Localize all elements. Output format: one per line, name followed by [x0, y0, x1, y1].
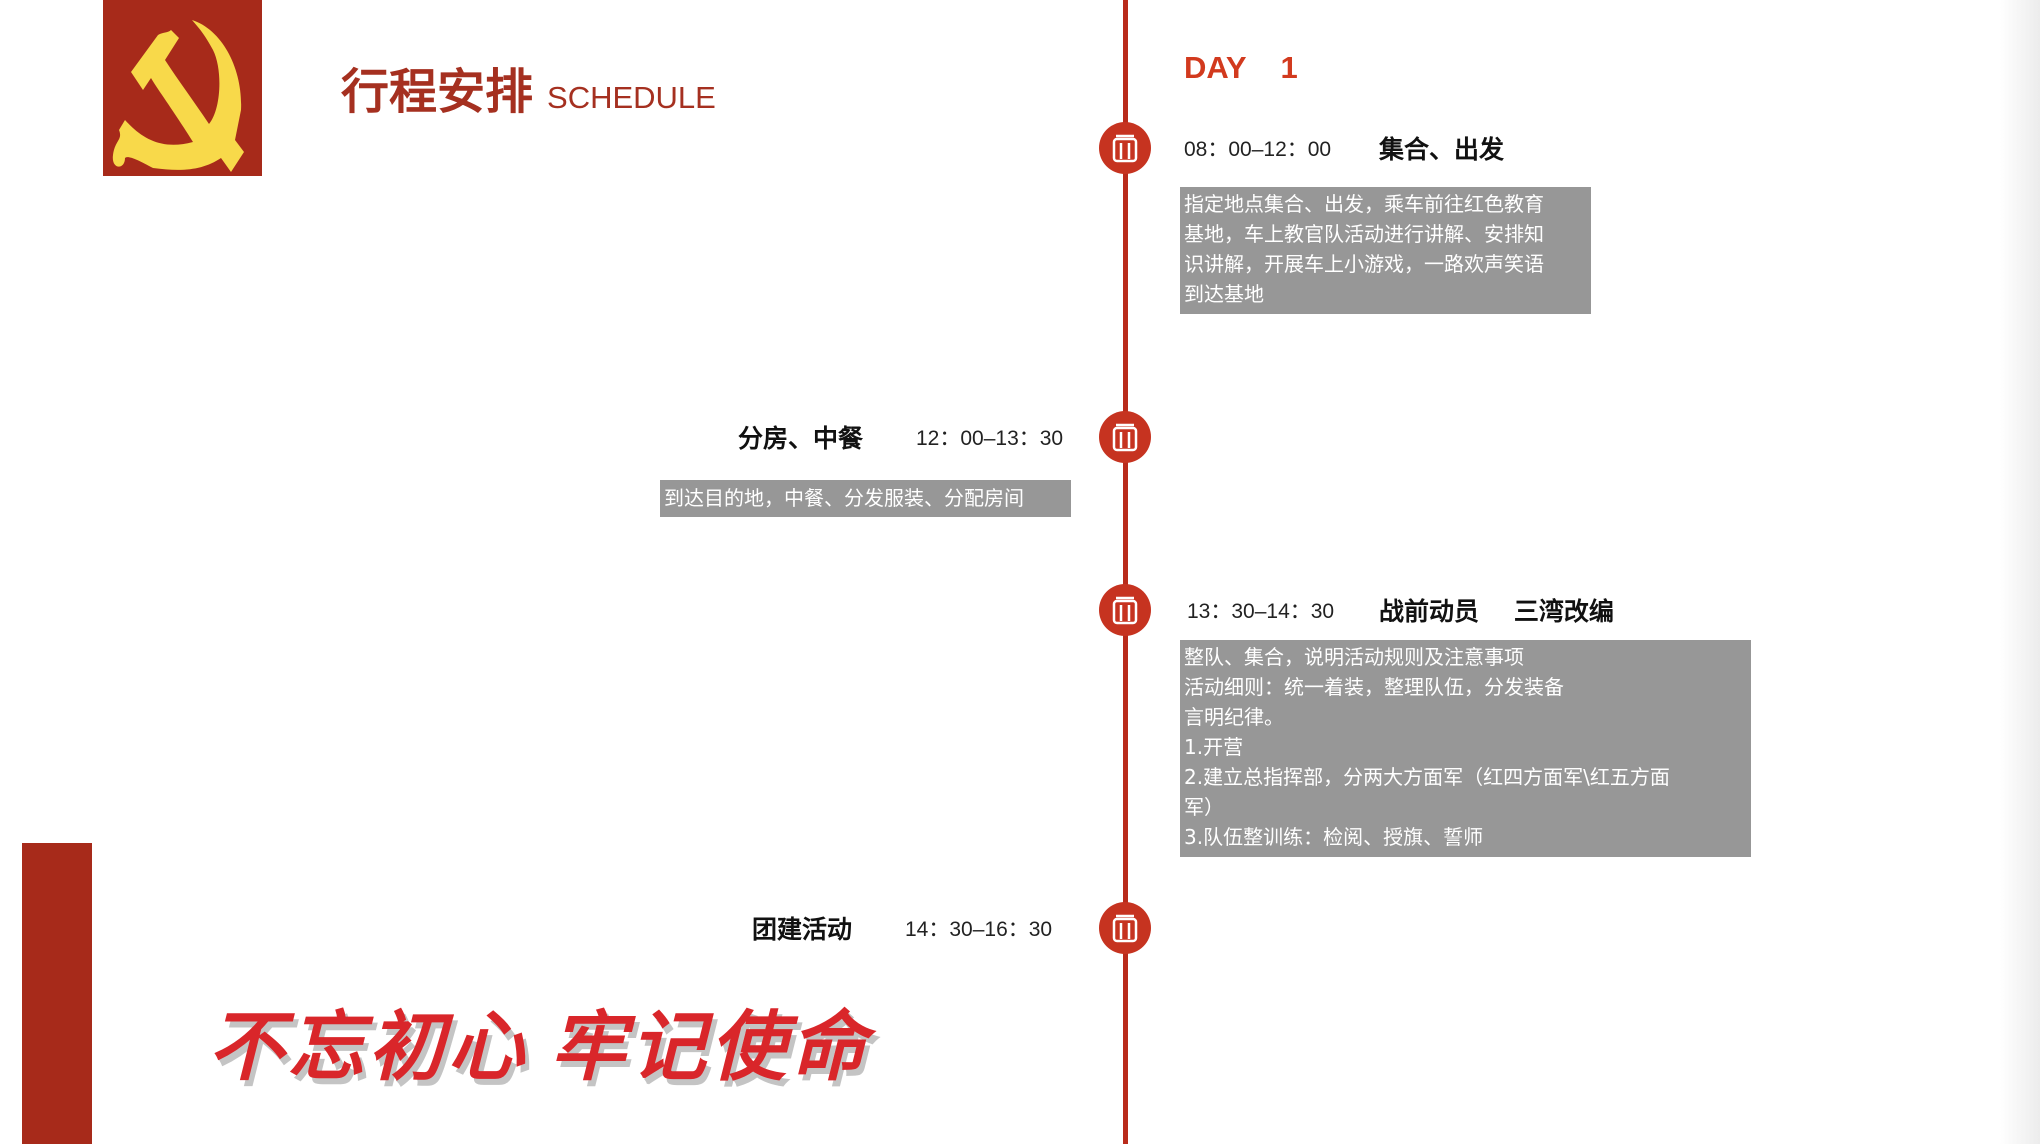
item-1-description: 指定地点集合、出发，乘车前往红色教育 基地，车上教官队活动进行讲解、安排知 识讲…: [1180, 187, 1591, 314]
desc-line: 言明纪律。: [1184, 705, 1284, 729]
slogan-left: 不忘初心: [208, 1002, 528, 1091]
desc-line: 指定地点集合、出发，乘车前往红色教育: [1184, 192, 1544, 216]
desc-line: 2.建立总指挥部，分两大方面军（红四方面军\红五方面: [1184, 765, 1670, 789]
desc-line: 1.开营: [1184, 735, 1244, 759]
page-title: 行程安排 SCHEDULE: [341, 52, 716, 122]
timeline-node-icon: [1099, 122, 1151, 174]
desc-line: 到达目的地，中餐、分发服装、分配房间: [664, 486, 1024, 510]
desc-line: 基地，车上教官队活动进行讲解、安排知: [1184, 222, 1544, 246]
desc-line: 识讲解，开展车上小游戏，一路欢声笑语: [1184, 252, 1544, 276]
timeline-node-icon: [1099, 584, 1151, 636]
day-label: DAY 1: [1184, 50, 1298, 85]
item-4-time: 14：30–16：30: [905, 918, 1053, 941]
slogan-right: 牢记使命: [550, 1002, 870, 1091]
decorative-red-bar: [22, 843, 92, 1144]
item-3-description: 整队、集合，说明活动规则及注意事项 活动细则：统一着装，整理队伍，分发装备 言明…: [1180, 640, 1751, 857]
desc-line: 军）: [1184, 795, 1224, 819]
item-2-title: 分房、中餐: [738, 424, 864, 453]
item-2-description: 到达目的地，中餐、分发服装、分配房间: [660, 480, 1071, 517]
timeline-node-icon: [1099, 902, 1151, 954]
item-2-time: 12：00–13：30: [916, 427, 1064, 450]
item-1-title: 集合、出发: [1379, 135, 1505, 164]
desc-line: 到达基地: [1184, 282, 1264, 306]
desc-line: 3.队伍整训练：检阅、授旗、誓师: [1184, 825, 1484, 849]
item-4-title: 团建活动: [752, 915, 853, 944]
item-3-time: 13：30–14：30: [1187, 600, 1335, 623]
title-en: SCHEDULE: [547, 80, 716, 115]
right-edge-shadow: [2000, 0, 2040, 1144]
timeline-line: [1123, 0, 1128, 1144]
party-emblem-logo: [103, 0, 262, 176]
timeline-node-icon: [1099, 411, 1151, 463]
title-cn: 行程安排: [341, 64, 534, 120]
desc-line: 整队、集合，说明活动规则及注意事项: [1184, 645, 1524, 669]
item-3-title: 战前动员 三湾改编: [1379, 597, 1614, 626]
desc-line: 活动细则：统一着装，整理队伍，分发装备: [1184, 675, 1564, 699]
item-1-time: 08：00–12：00: [1184, 138, 1332, 161]
